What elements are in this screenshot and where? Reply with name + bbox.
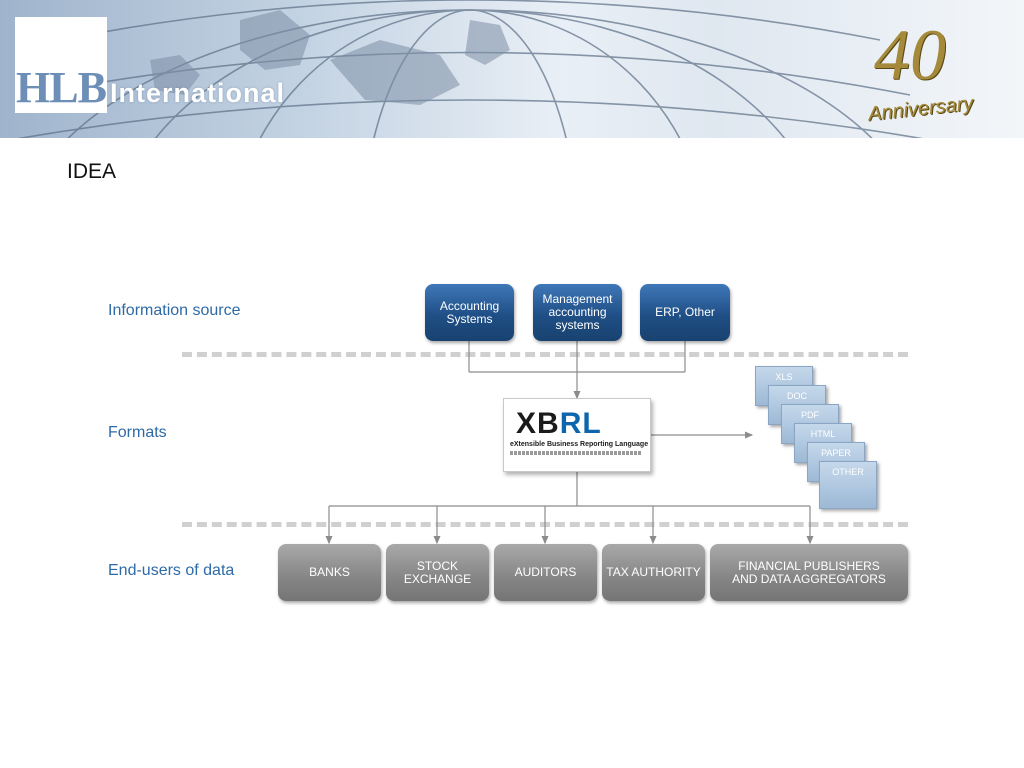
source-erp-other: ERP, Other [640,284,730,341]
user-financial-publishers: FINANCIAL PUBLISHERS AND DATA AGGREGATOR… [710,544,908,601]
row-label-end-users: End-users of data [108,562,235,579]
row-label-formats: Formats [108,424,167,441]
separator-top [182,352,908,357]
xbrl-tagline: eXtensible Business Reporting Language [510,441,649,448]
logo-wordmark: International [110,78,286,108]
xbrl-logo: XBRL [516,407,602,440]
user-tax-authority: TAX AUTHORITY [602,544,705,601]
logo-mark: HLB [16,63,107,112]
user-banks: BANKS [278,544,381,601]
page-title: IDEA [67,160,117,183]
anniversary-number: 40 [874,15,946,95]
format-doc-other: OTHER [819,461,877,509]
logo-box [15,17,107,113]
source-management-accounting: Management accounting systems [533,284,622,341]
user-auditors: AUDITORS [494,544,597,601]
xbrl-bar [510,451,642,455]
globe-background-icon [17,0,923,138]
source-accounting-systems: Accounting Systems [425,284,514,341]
user-stock-exchange: STOCK EXCHANGE [386,544,489,601]
header-banner: HLB International 40 Anniversary [0,0,1024,138]
row-label-information-source: Information source [108,302,241,319]
xbrl-logo-card: XBRL eXtensible Business Reporting Langu… [503,398,651,472]
